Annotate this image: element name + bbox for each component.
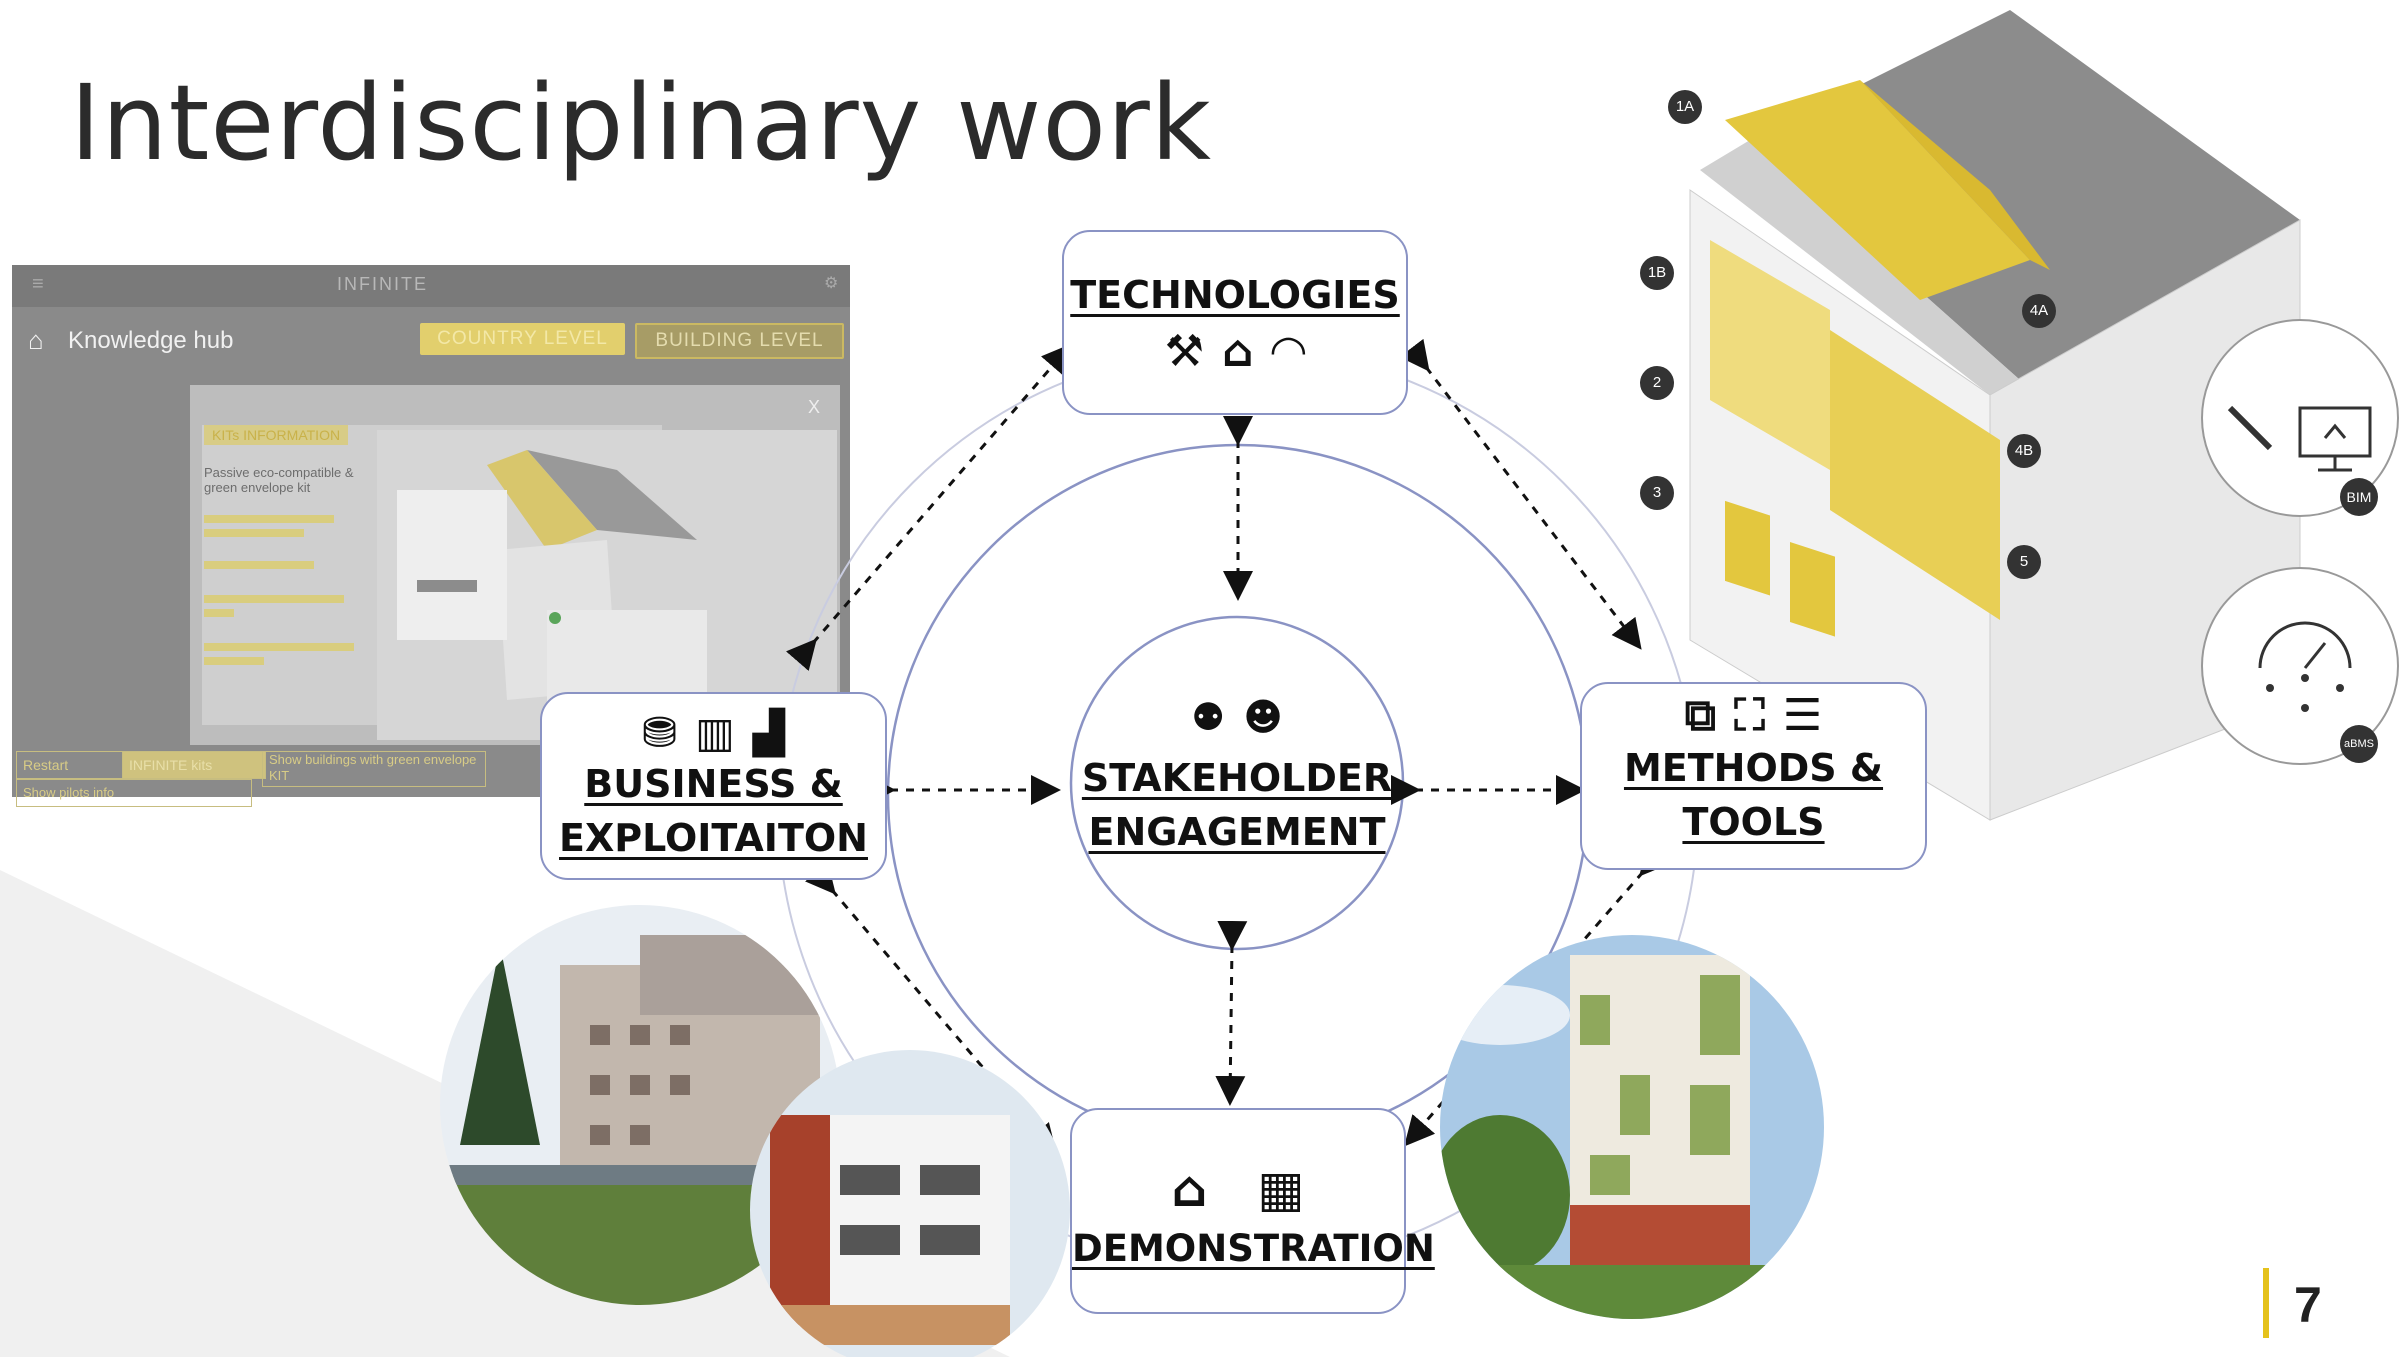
factory-icon: ▟: [752, 708, 786, 757]
house-label-2: 2: [1640, 366, 1674, 400]
bar-chart-icon: ▥: [695, 708, 735, 757]
building-icon: ▦: [1257, 1160, 1305, 1218]
stakeholder-label-line1: STAKEHOLDER: [1081, 756, 1393, 800]
presenter-icon: ⛶: [1734, 690, 1765, 741]
abms-circle: [2201, 567, 2399, 765]
kit-text: Passive eco-compatible & green envelope …: [204, 465, 354, 495]
node-demonstration[interactable]: ⌂ ▦ DEMONSTRATION: [1070, 1108, 1435, 1314]
settings-icon[interactable]: ⚙: [824, 275, 839, 292]
arrow-top-right: [1399, 338, 1642, 650]
bim-badge: BIM: [2340, 478, 2378, 516]
demo-building-photo-left: [440, 905, 1070, 1357]
page-title: Interdisciplinary work: [70, 62, 1212, 184]
page-number: 7: [2294, 1277, 2322, 1333]
node-stakeholder-engagement[interactable]: ⚉ ☻ STAKEHOLDER ENGAGEMENT: [1072, 695, 1402, 895]
meeting-icon: ⚉: [1191, 695, 1226, 739]
side-circles: [2201, 319, 2399, 765]
gauge-icon: [2258, 621, 2352, 669]
house-label-1a: 1A: [1668, 90, 1702, 124]
methods-label-line1: METHODS &: [1623, 746, 1884, 790]
menu-icon[interactable]: ≡: [32, 273, 44, 295]
checklist-icon: ☰: [1782, 690, 1823, 741]
arrow-center-bottom: [1215, 920, 1248, 1106]
demo-building-photo-right: [1440, 935, 1824, 1319]
bim-monitor-icon: [2298, 406, 2372, 472]
pencil-icon: [2227, 405, 2273, 451]
house-label-4b: 4B: [2007, 434, 2041, 468]
house-icon: ⌂: [1171, 1160, 1208, 1218]
crane-icon: ⚒: [1164, 326, 1205, 377]
methods-label-line2: TOOLS: [1682, 800, 1825, 844]
node-methods-tools[interactable]: ⧉ ⛶ ☰ METHODS & TOOLS: [1580, 682, 1927, 870]
house-label-1b: 1B: [1640, 256, 1674, 290]
technologies-label: TECHNOLOGIES: [1070, 273, 1400, 317]
home-icon[interactable]: ⌂: [28, 325, 44, 355]
stakeholder-label-line2: ENGAGEMENT: [1088, 810, 1386, 854]
demonstration-label: DEMONSTRATION: [1072, 1227, 1435, 1270]
hub-topbar: ≡ INFINITE ⚙: [12, 265, 850, 307]
business-label-line2: EXPLOITAITON: [559, 816, 868, 860]
person-icon: ☻: [1243, 695, 1283, 739]
hub-logo: INFINITE: [337, 274, 428, 294]
code-window-icon: ⧉: [1684, 690, 1717, 741]
node-business-exploitation[interactable]: ⛃ ▥ ▟ BUSINESS & EXPLOITAITON: [540, 692, 887, 880]
house-icon: ⌂: [1222, 326, 1254, 377]
tab-country-level[interactable]: COUNTRY LEVEL: [420, 323, 625, 355]
house-label-4a: 4A: [2022, 294, 2056, 328]
show-pilots-button[interactable]: Show pilots info: [16, 779, 252, 807]
arrow-left-top: [785, 343, 1072, 671]
green-envelope-dropdown[interactable]: Show buildings with green envelope KIT: [262, 751, 486, 787]
wifi-icon: ◠: [1271, 326, 1306, 377]
hub-title: Knowledge hub: [68, 327, 234, 354]
house-label-5: 5: [2007, 545, 2041, 579]
coins-icon: ⛃: [641, 708, 678, 757]
business-label-line1: BUSINESS &: [584, 762, 843, 806]
infinite-kits-button[interactable]: INFINITE kits: [122, 751, 266, 779]
abms-badge: aBMS: [2340, 725, 2378, 763]
house-label-3: 3: [1640, 476, 1674, 510]
page-number-accent: [2263, 1268, 2269, 1338]
kits-header: KITs INFORMATION: [204, 425, 349, 445]
kit-list-placeholder: [204, 515, 354, 665]
node-technologies[interactable]: TECHNOLOGIES ⚒ ⌂ ◠: [1062, 230, 1408, 415]
